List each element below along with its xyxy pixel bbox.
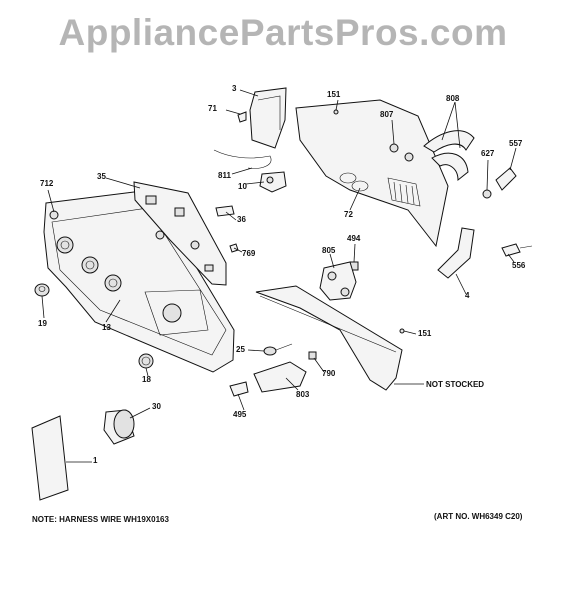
part-label-72[interactable]: 72	[344, 210, 353, 219]
latch-part	[253, 361, 307, 393]
part-label-790[interactable]: 790	[322, 369, 336, 378]
part-label-13[interactable]: 13	[102, 323, 111, 332]
part-label-71[interactable]: 71	[208, 104, 217, 113]
part-label-151[interactable]: 151	[418, 329, 432, 338]
control-board-part	[133, 181, 227, 286]
part-label-712[interactable]: 712	[40, 179, 54, 188]
clip-part	[215, 205, 235, 217]
bracket-part	[249, 87, 287, 149]
part-label-151[interactable]: 151	[327, 90, 341, 99]
back-panel-part	[295, 99, 449, 248]
thermistor-part	[263, 343, 293, 356]
part-label-494[interactable]: 494	[347, 234, 361, 243]
harness-note: NOTE: HARNESS WIRE WH19X0163	[32, 515, 169, 524]
clip-part	[308, 351, 317, 360]
part-label-808[interactable]: 808	[446, 94, 460, 103]
hose-part	[423, 130, 475, 182]
part-label-3[interactable]: 3	[232, 84, 237, 93]
manual-part	[31, 415, 69, 501]
bracket-part	[437, 227, 475, 279]
sensor-part	[495, 167, 517, 191]
screw-part	[237, 111, 247, 123]
part-label-25[interactable]: 25	[236, 345, 245, 354]
part-label-4[interactable]: 4	[465, 291, 470, 300]
part-label-811[interactable]: 811	[218, 171, 231, 180]
part-label-19[interactable]: 19	[38, 319, 47, 328]
part-label-557[interactable]: 557	[509, 139, 523, 148]
part-label-36[interactable]: 36	[237, 215, 246, 224]
part-label-35[interactable]: 35	[97, 172, 106, 181]
art-number-note: (ART NO. WH6349 C20)	[434, 512, 523, 521]
not-stocked-note: NOT STOCKED	[426, 380, 485, 389]
capacitor-part	[103, 409, 135, 445]
part-label-807[interactable]: 807	[380, 110, 394, 119]
leader-lines	[41, 89, 517, 463]
control-panel-part	[43, 189, 235, 373]
part-label-627[interactable]: 627	[481, 149, 495, 158]
sensor-part	[501, 243, 521, 257]
valve-part	[482, 189, 492, 199]
ring-part	[138, 353, 154, 369]
screw-part	[399, 328, 405, 334]
part-label-495[interactable]: 495	[233, 410, 247, 419]
part-label-10[interactable]: 10	[238, 182, 247, 191]
part-label-803[interactable]: 803	[296, 390, 310, 399]
part-label-556[interactable]: 556	[512, 261, 526, 270]
base-bracket-part	[255, 285, 403, 391]
part-label-30[interactable]: 30	[152, 402, 161, 411]
switch-part	[259, 171, 287, 193]
wire-harness-part	[213, 149, 272, 169]
screw-part	[333, 109, 339, 115]
bracket-part	[229, 381, 249, 397]
part-label-18[interactable]: 18	[142, 375, 151, 384]
part-label-1[interactable]: 1	[93, 456, 98, 465]
knob-part	[34, 283, 50, 297]
part-label-805[interactable]: 805	[322, 246, 336, 255]
part-label-769[interactable]: 769	[242, 249, 256, 258]
water-valve-part	[319, 261, 357, 301]
watermark-logo: AppliancePartsPros.com	[58, 12, 508, 53]
